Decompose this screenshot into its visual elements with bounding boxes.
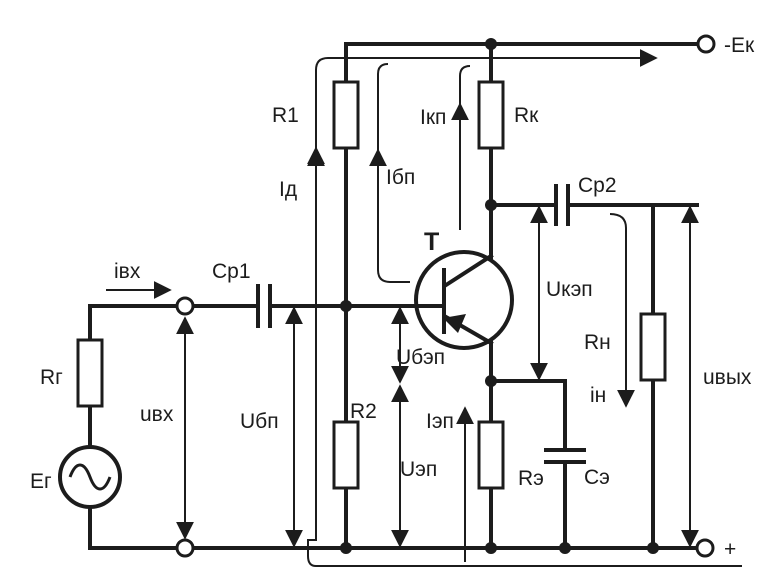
label-rn: Rн	[584, 331, 611, 354]
label-cp1: Cр1	[212, 260, 251, 283]
label-rk: Rк	[514, 104, 539, 127]
label-u-be: Uбэп	[396, 346, 445, 369]
resistor-rg	[76, 338, 104, 408]
transistor-t	[412, 250, 514, 350]
label-re: Rэ	[518, 467, 544, 490]
generator-source	[58, 445, 122, 509]
current-paths	[106, 49, 742, 567]
label-cp2: Cр2	[578, 174, 617, 197]
resistor-re	[477, 420, 505, 490]
label-i-emit: Iэп	[426, 410, 454, 433]
label-rg: Rг	[40, 366, 63, 389]
resistor-rn	[639, 312, 667, 382]
label-ce: Cэ	[584, 466, 610, 489]
label-u-base: Uбп	[240, 410, 279, 433]
label-u-out: uвых	[703, 366, 752, 389]
label-u-emit: Uэп	[400, 458, 437, 481]
resistor-r1	[332, 80, 360, 150]
label-supply-pos: +	[724, 538, 736, 561]
label-transistor: T	[424, 228, 439, 256]
label-supply-neg: -Ек	[724, 34, 755, 57]
voltage-arrows	[176, 205, 699, 548]
label-r2: R2	[350, 400, 377, 423]
terminals	[175, 34, 716, 558]
capacitor-ce	[544, 448, 586, 464]
resistor-r2	[332, 420, 360, 490]
label-u-ce: Uкэп	[546, 278, 593, 301]
capacitor-cp1	[256, 284, 272, 328]
label-i-in: iвх	[114, 260, 141, 283]
label-u-in: uвх	[140, 403, 174, 426]
label-i-coll: Iкп	[420, 106, 446, 129]
label-r1: R1	[272, 104, 299, 127]
label-eg: Eг	[30, 470, 52, 493]
label-i-div: Iд	[279, 178, 297, 201]
label-i-load: iн	[590, 384, 606, 407]
resistor-rk	[477, 80, 505, 150]
label-i-base: Iбп	[386, 166, 415, 189]
junction-dots	[340, 38, 659, 554]
capacitor-cp2	[554, 184, 570, 226]
